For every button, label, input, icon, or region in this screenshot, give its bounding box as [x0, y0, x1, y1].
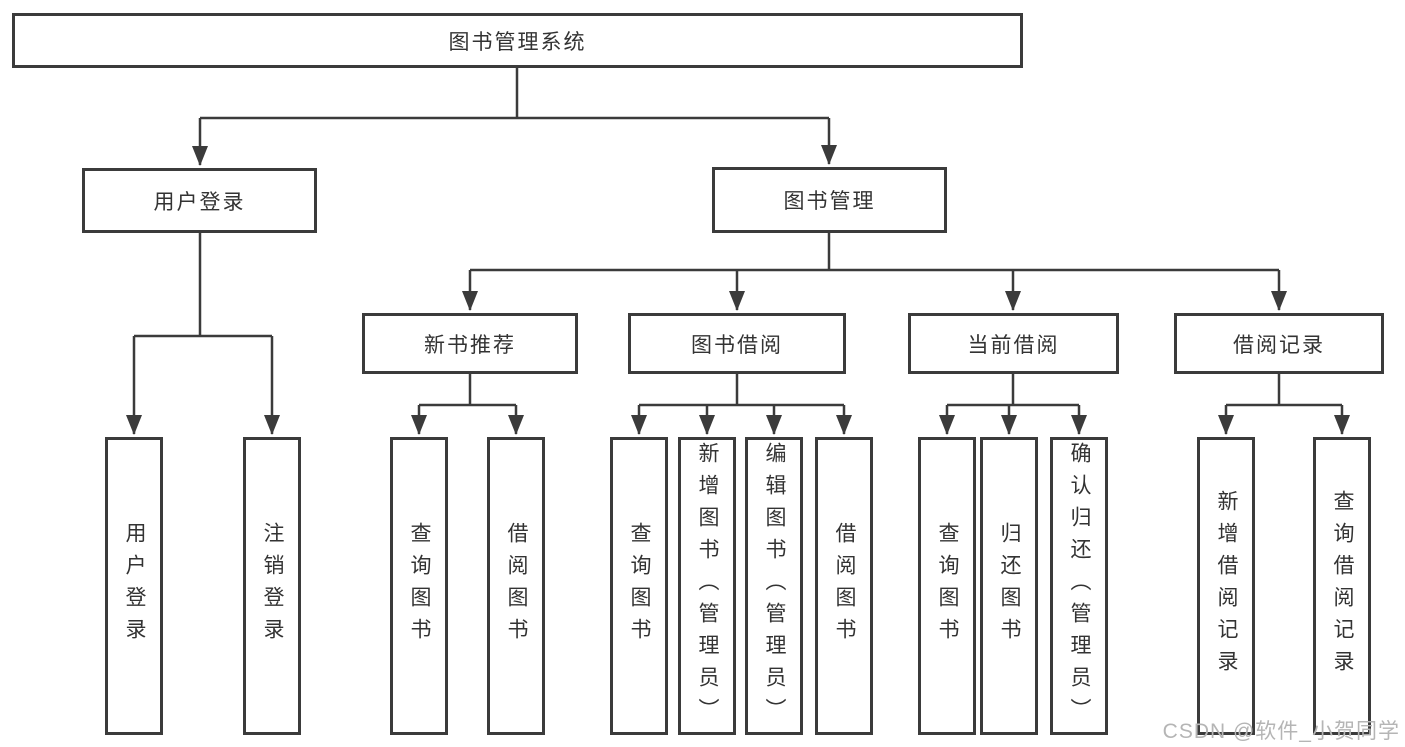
leaf-add-books-admin: 新增图书（管理员）	[678, 437, 736, 735]
node-new-book-recommend: 新书推荐	[362, 313, 578, 374]
leaf-query-books-recommend: 查询图书	[390, 437, 448, 735]
node-user-login: 用户登录	[82, 168, 317, 233]
node-book-management: 图书管理	[712, 167, 947, 233]
leaf-borrow-books-recommend: 借阅图书	[487, 437, 545, 735]
leaf-query-books-current: 查询图书	[918, 437, 976, 735]
leaf-query-borrow-record: 查询借阅记录	[1313, 437, 1371, 735]
leaf-add-borrow-record: 新增借阅记录	[1197, 437, 1255, 735]
leaf-logout: 注销登录	[243, 437, 301, 735]
csdn-watermark: CSDN @软件_小贺同学	[1162, 720, 1400, 743]
leaf-user-login: 用户登录	[105, 437, 163, 735]
node-borrow-records: 借阅记录	[1174, 313, 1384, 374]
leaf-return-books: 归还图书	[980, 437, 1038, 735]
node-root-library-system: 图书管理系统	[12, 13, 1023, 68]
node-current-borrowing: 当前借阅	[908, 313, 1119, 374]
leaf-edit-books-admin: 编辑图书（管理员）	[745, 437, 803, 735]
node-book-borrowing: 图书借阅	[628, 313, 846, 374]
leaf-borrow-books-borrowing: 借阅图书	[815, 437, 873, 735]
leaf-confirm-return-admin: 确认归还（管理员）	[1050, 437, 1108, 735]
leaf-query-books-borrowing: 查询图书	[610, 437, 668, 735]
